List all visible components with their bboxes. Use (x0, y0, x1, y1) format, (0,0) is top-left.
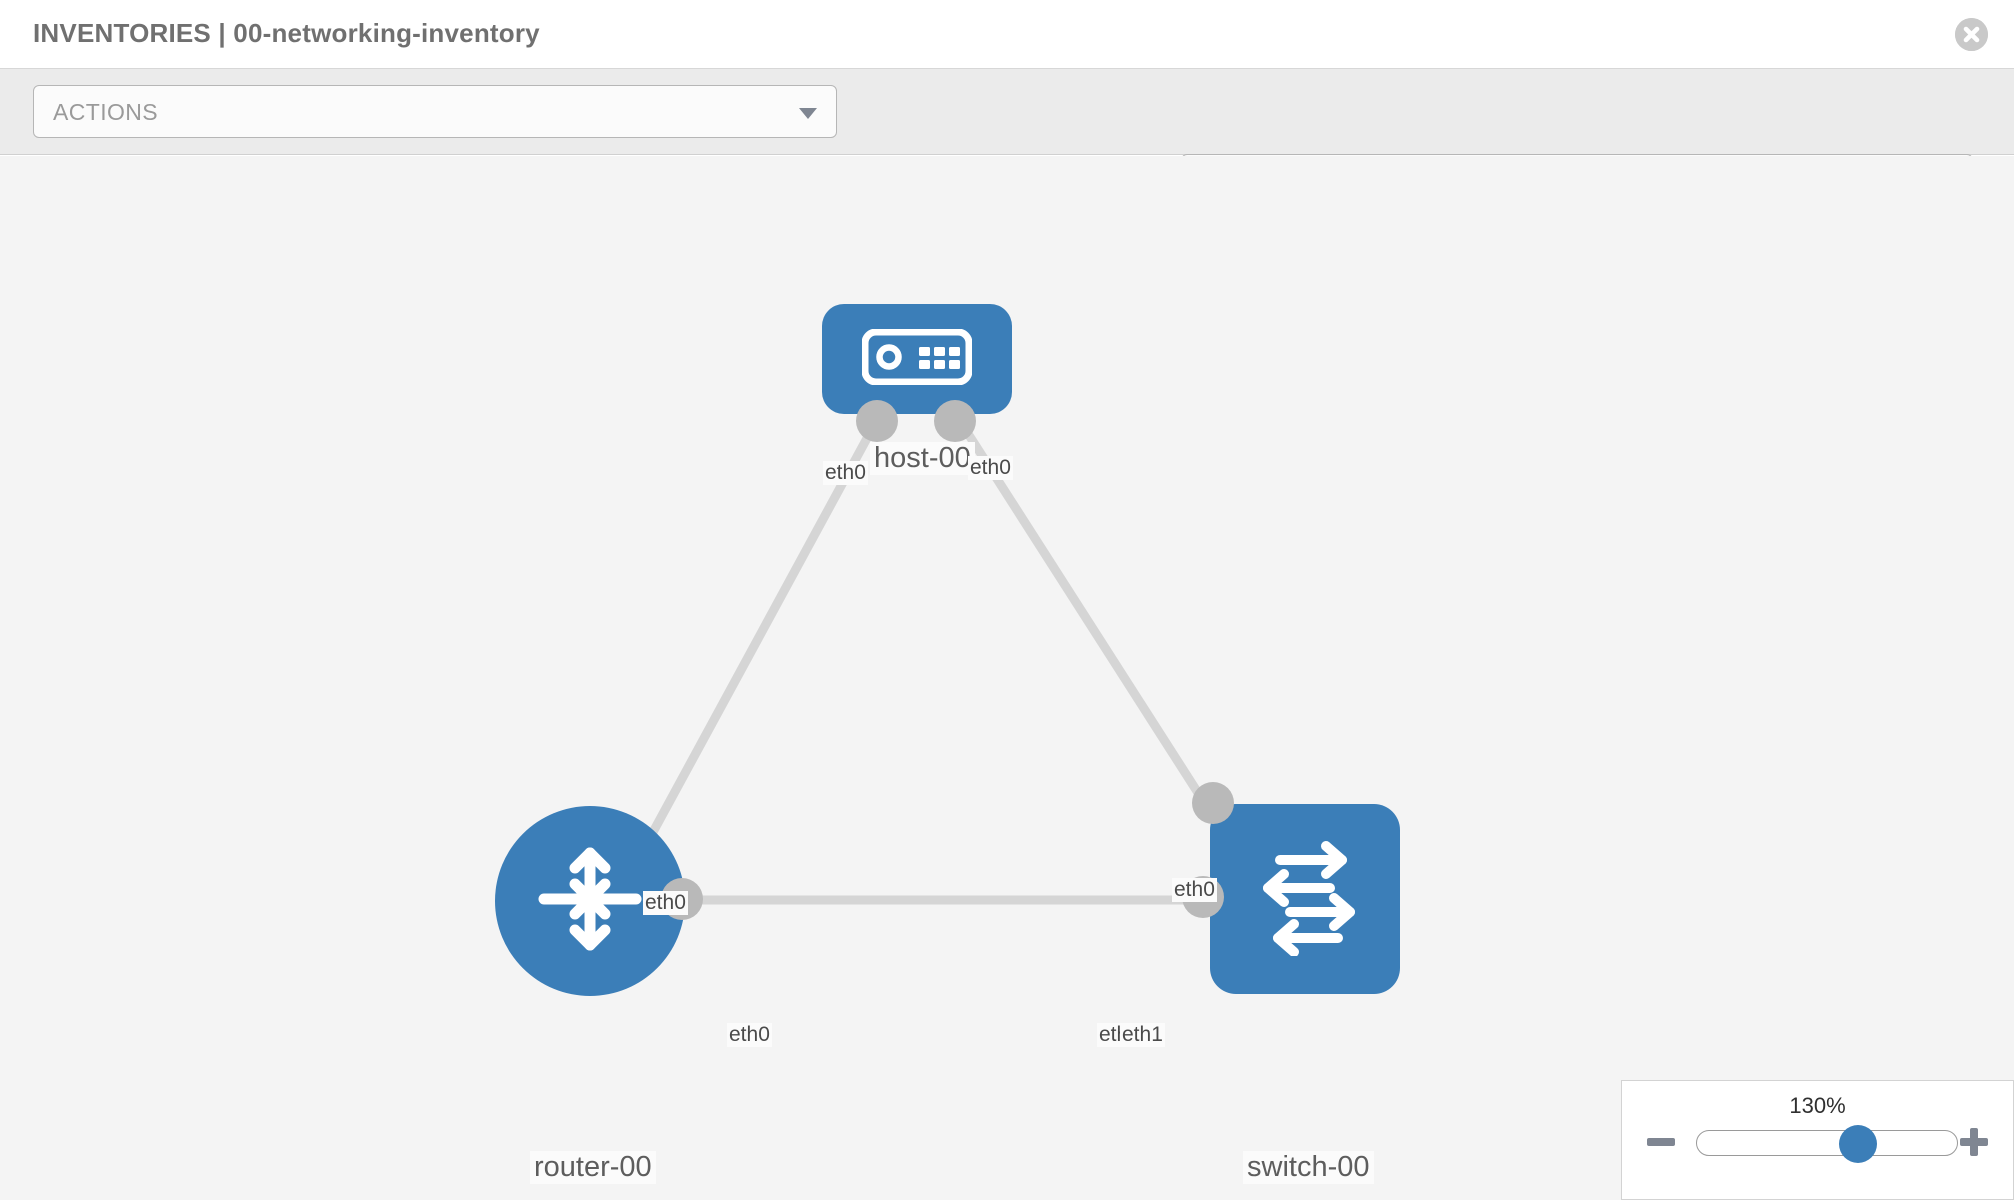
plus-icon[interactable] (1957, 1125, 1991, 1159)
edge-host-switch (954, 415, 1236, 849)
page-header: INVENTORIES | 00-networking-inventory (0, 0, 2014, 69)
server-icon (861, 328, 973, 390)
topology-graph: host-00 eth0 eth0 (0, 156, 2014, 1200)
host-port-left[interactable] (856, 400, 898, 442)
iface-label-router-right: eth0 (727, 1023, 772, 1048)
iface-label-router-up: eth0 (643, 891, 688, 916)
host-node-shape[interactable] (822, 304, 1012, 414)
zoom-control-panel: 130% (1621, 1080, 2014, 1200)
zoom-slider-track[interactable] (1696, 1125, 1958, 1163)
node-label-router-00: router-00 (530, 1151, 656, 1185)
host-port-right[interactable] (934, 400, 976, 442)
iface-label-host-right: eth0 (968, 456, 1013, 481)
close-icon[interactable] (1955, 18, 1988, 51)
switch-icon (1246, 838, 1364, 961)
router-icon (531, 840, 649, 963)
node-label-host-00: host-00 (870, 442, 975, 476)
toolbar: ACTIONS SEARCH (0, 69, 2014, 207)
actions-dropdown[interactable]: ACTIONS (33, 85, 837, 138)
node-label-switch-00: switch-00 (1243, 1151, 1374, 1185)
switch-node-shape[interactable] (1210, 804, 1400, 994)
zoom-level-label: 130% (1789, 1093, 1846, 1118)
chevron-down-icon (799, 108, 817, 119)
switch-port-top[interactable] (1192, 782, 1234, 824)
zoom-slider-handle[interactable] (1839, 1125, 1878, 1163)
topology-canvas[interactable]: host-00 eth0 eth0 (0, 156, 2014, 1200)
iface-label-host-left: eth0 (823, 461, 868, 486)
iface-label-switch-left-b: eth1 (1120, 1023, 1165, 1048)
node-host-00[interactable] (822, 304, 1012, 442)
edge-host-router (636, 415, 882, 859)
iface-label-switch-up: eth0 (1172, 878, 1217, 903)
actions-dropdown-label: ACTIONS (53, 99, 159, 125)
page-title: INVENTORIES | 00-networking-inventory (33, 18, 540, 48)
topology-edges (636, 415, 1236, 905)
node-switch-00[interactable] (1182, 782, 1400, 994)
minus-icon[interactable] (1644, 1125, 1678, 1159)
